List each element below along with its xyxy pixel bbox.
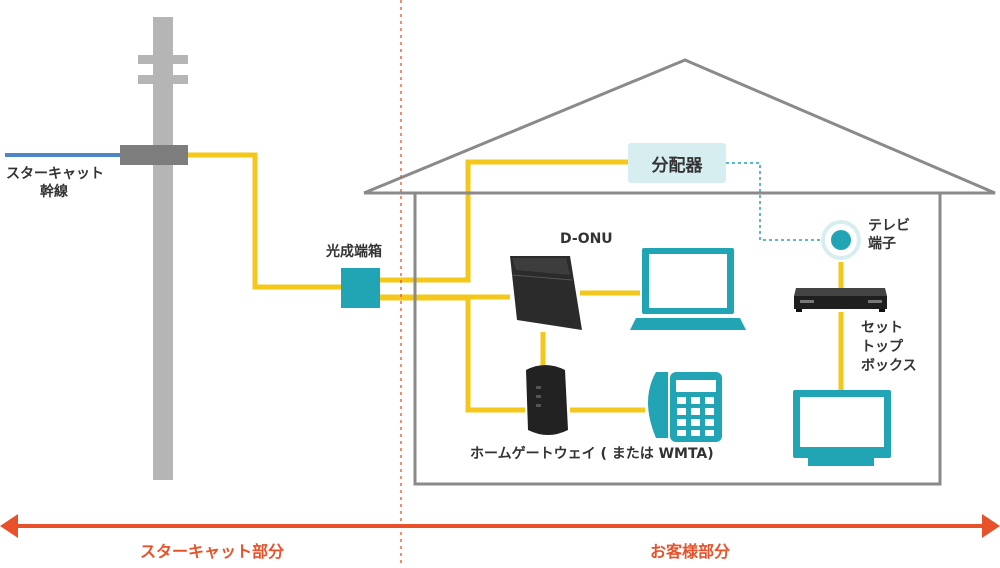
optical-box-icon <box>341 268 380 308</box>
splitter-box: 分配器 <box>628 143 726 183</box>
optical-box-label: 光成端箱 <box>326 244 382 260</box>
home-gateway-label: ホームゲートウェイ ( または WMTA) <box>470 446 714 462</box>
tv-outlet-label-2: 端子 <box>868 236 896 252</box>
set-top-box-label-1: セット <box>861 320 903 336</box>
set-top-box-label-2: トップ <box>861 339 903 355</box>
d-onu-label: D-ONU <box>560 231 613 247</box>
utility-pole <box>138 17 188 480</box>
section-arrow <box>0 514 1000 538</box>
coax-line <box>726 162 822 241</box>
laptop-icon <box>630 248 746 330</box>
section-label-customer: お客様部分 <box>650 542 731 561</box>
d-onu-icon <box>510 256 582 330</box>
trunk-line-label-1: スターキャット <box>6 166 104 182</box>
trunk-line-label-2: 幹線 <box>40 184 68 200</box>
house-outline <box>363 58 996 486</box>
tv-monitor-icon <box>793 390 891 466</box>
tv-outlet-label-1: テレビ <box>868 218 910 234</box>
tv-outlet-icon <box>821 220 861 260</box>
home-gateway-icon <box>526 365 568 435</box>
section-label-starcat: スターキャット部分 <box>140 542 285 561</box>
fiber-lines <box>188 152 844 413</box>
set-top-box-label-3: ボックス <box>861 358 917 374</box>
pole-clamp <box>120 145 188 165</box>
telephone-icon <box>648 372 722 442</box>
set-top-box-icon <box>794 288 887 312</box>
